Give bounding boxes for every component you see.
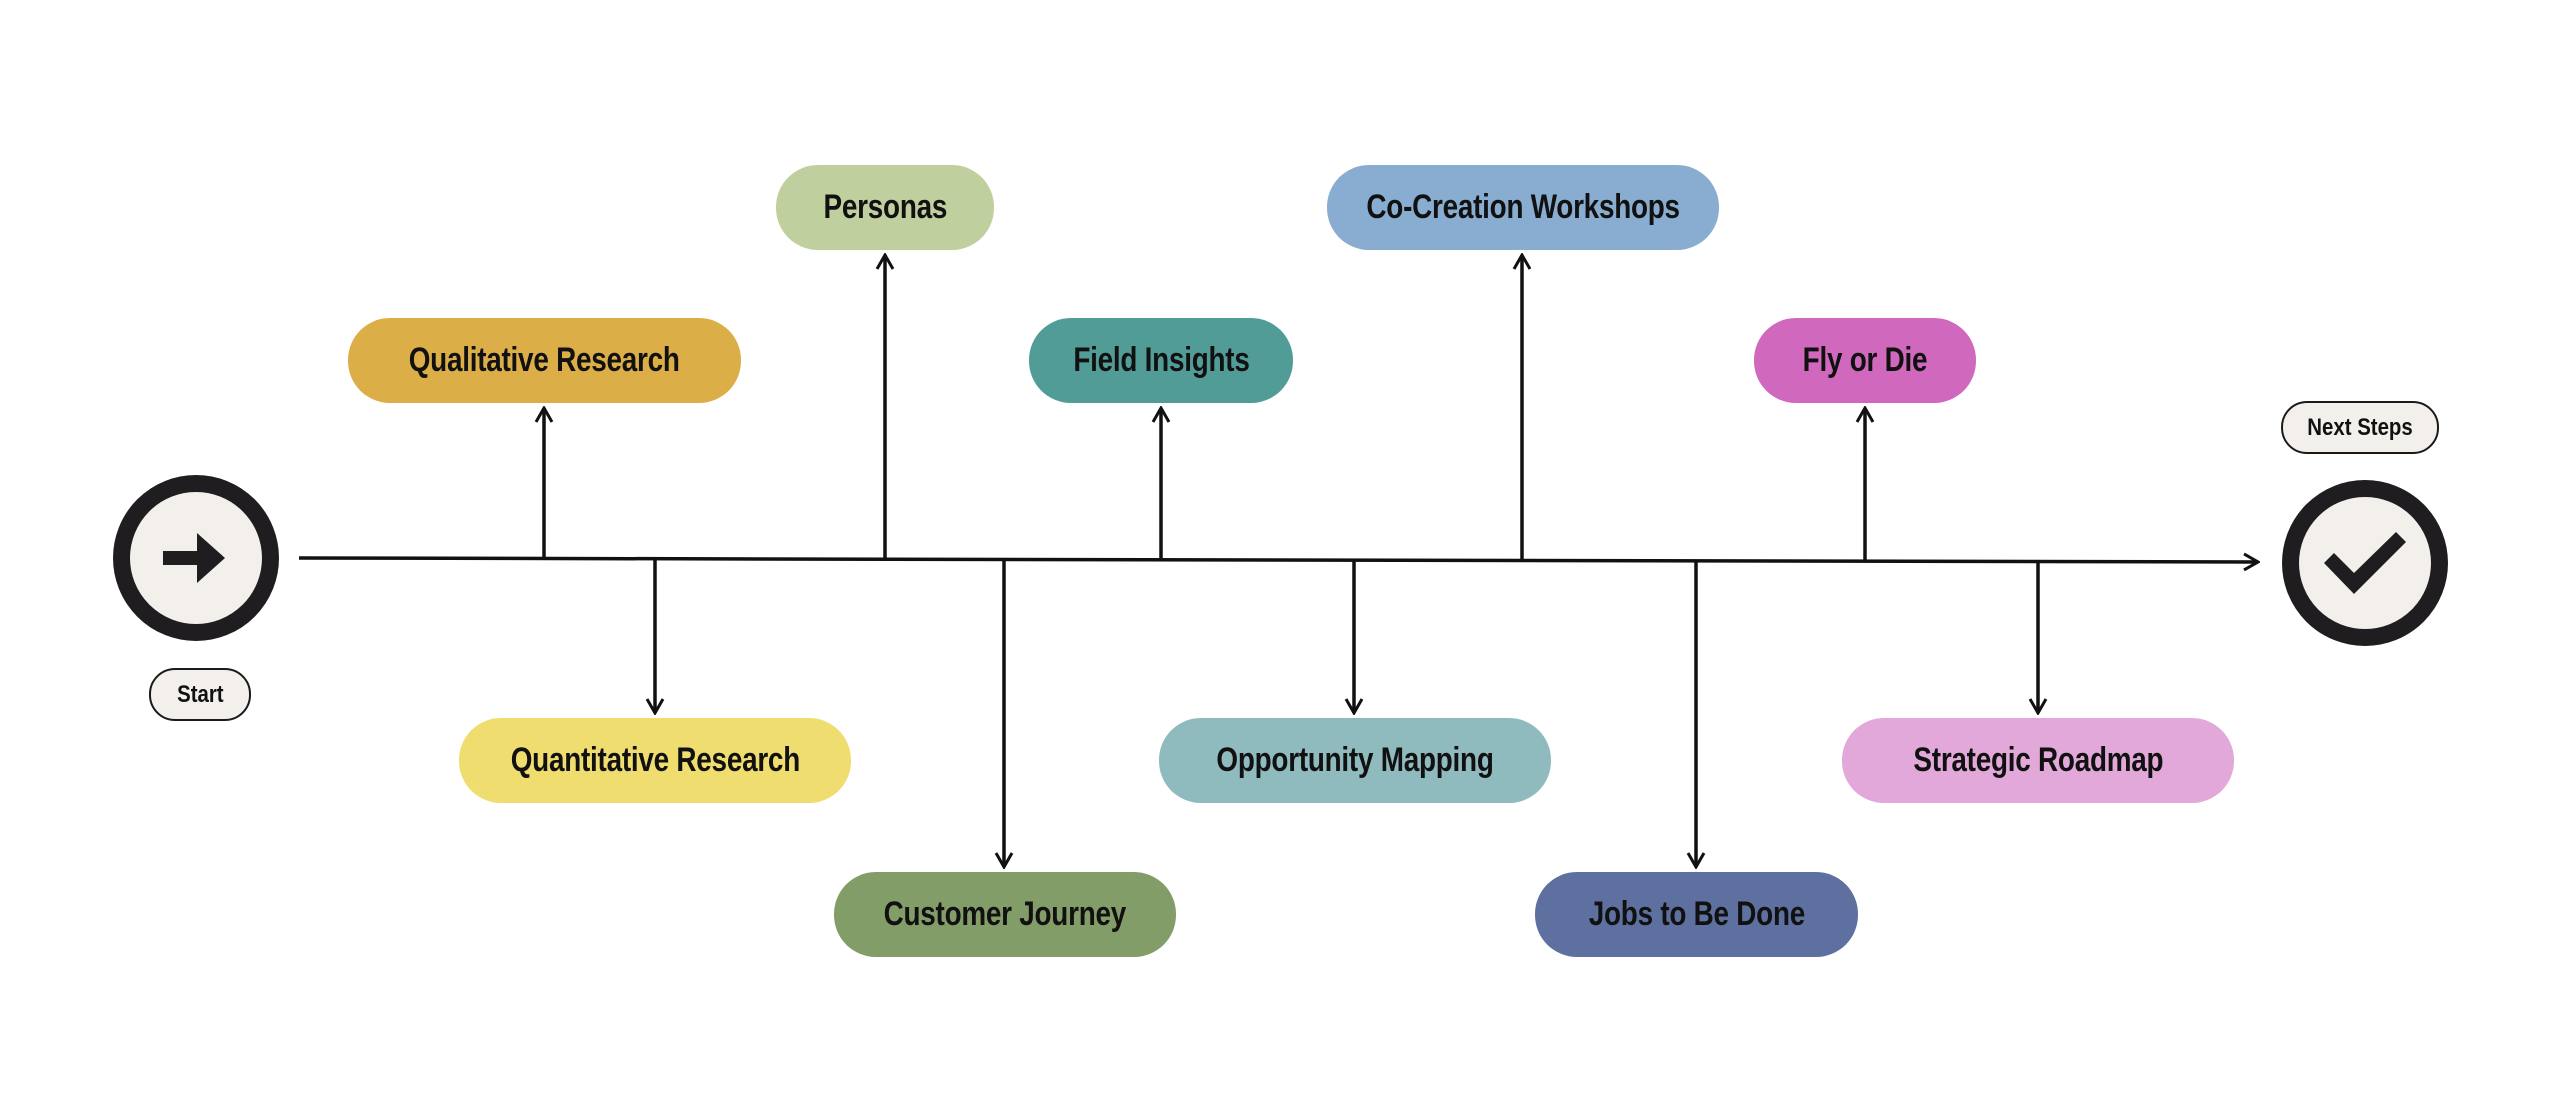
node-label: Qualitative Research: [409, 341, 680, 379]
start-label-text: Start: [176, 680, 224, 708]
checkmark-icon: [2324, 532, 2406, 594]
node-strategic-roadmap[interactable]: Strategic Roadmap: [1842, 718, 2234, 803]
node-personas[interactable]: Personas: [776, 165, 994, 250]
arrow-right-icon: [163, 533, 225, 583]
node-label: Personas: [823, 188, 947, 226]
node-label: Co-Creation Workshops: [1366, 188, 1680, 226]
node-opportunity-mapping[interactable]: Opportunity Mapping: [1159, 718, 1551, 803]
node-label: Jobs to Be Done: [1588, 895, 1805, 933]
spine-arrow: [298, 558, 2258, 562]
node-co-creation-workshops[interactable]: Co-Creation Workshops: [1327, 165, 1719, 250]
next-steps-label: Next Steps: [2281, 401, 2439, 454]
node-quantitative-research[interactable]: Quantitative Research: [459, 718, 851, 803]
node-fly-or-die[interactable]: Fly or Die: [1754, 318, 1976, 403]
next-steps-label-text: Next Steps: [2307, 413, 2413, 441]
node-label: Strategic Roadmap: [1913, 741, 2163, 779]
start-node[interactable]: [113, 475, 279, 641]
node-label: Field Insights: [1072, 341, 1250, 379]
node-qualitative-research[interactable]: Qualitative Research: [348, 318, 741, 403]
node-label: Opportunity Mapping: [1216, 741, 1494, 779]
node-jobs-to-be-done[interactable]: Jobs to Be Done: [1535, 872, 1858, 957]
node-label: Fly or Die: [1802, 341, 1928, 379]
end-node[interactable]: [2282, 480, 2448, 646]
node-field-insights[interactable]: Field Insights: [1029, 318, 1293, 403]
node-label: Customer Journey: [883, 895, 1127, 933]
node-customer-journey[interactable]: Customer Journey: [834, 872, 1176, 957]
start-label: Start: [149, 668, 251, 721]
node-label: Quantitative Research: [510, 741, 800, 779]
